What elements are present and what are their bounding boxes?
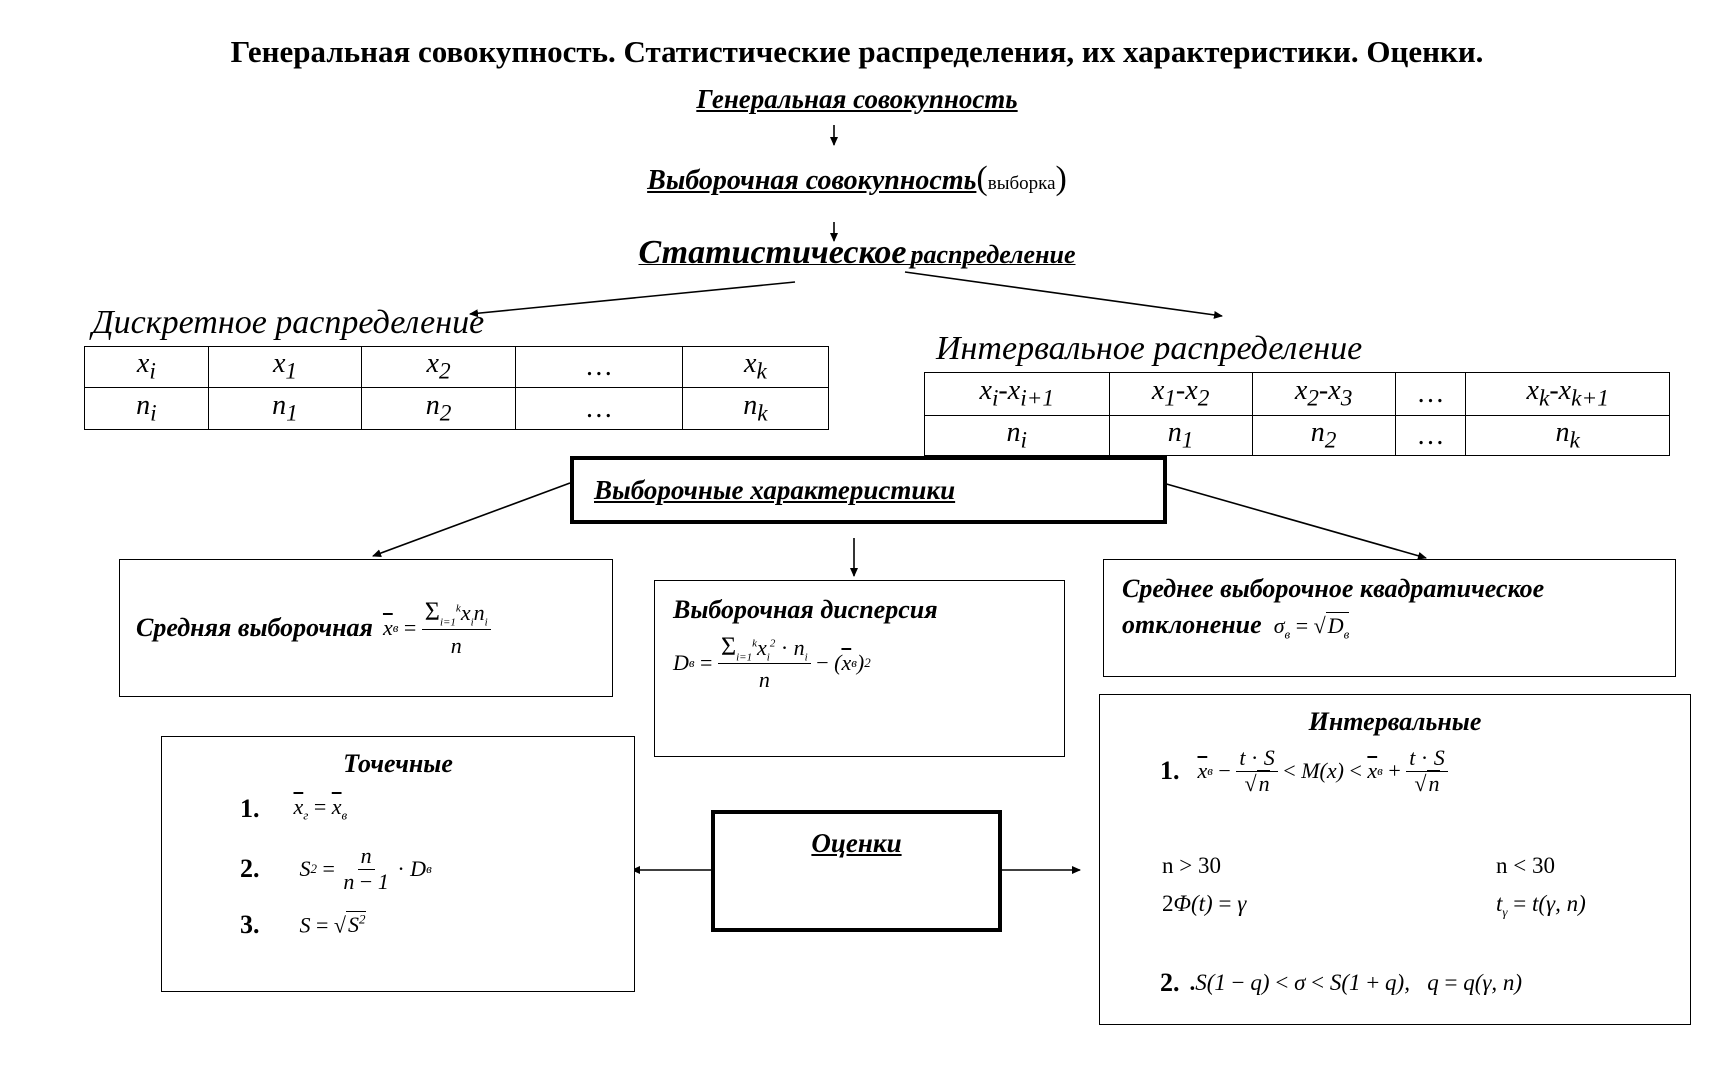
interval-distribution-title: Интервальное распределение — [936, 330, 1363, 367]
discrete-distribution-title: Дискретное распределение — [92, 304, 485, 341]
cell-ni: ni — [924, 415, 1110, 456]
item-number: 1. — [1160, 756, 1180, 785]
cell-ellipsis: … — [514, 346, 683, 388]
page-title: Генеральная совокупность. Статистические… — [230, 34, 1484, 69]
cell-x2: x2 — [361, 346, 516, 388]
small-sample-formula: tγ = t(γ, n) — [1496, 891, 1586, 920]
std-label-line1: Среднее выборочное квадратическое — [1122, 574, 1545, 603]
std-formula: σв = √Dв — [1268, 612, 1350, 642]
cell-ellipsis: … — [1394, 415, 1467, 456]
point-estimate-1: 1. xг = xв — [240, 789, 347, 829]
sample-characteristics-box: Выборочные характеристики — [570, 456, 1167, 524]
cell-nk: nk — [1465, 415, 1670, 456]
mean-label: Средняя выборочная — [136, 613, 373, 642]
cell-n2: n2 — [361, 387, 516, 430]
cell-x1-x2: x1-x2 — [1108, 372, 1253, 416]
arrow-to-mean — [372, 482, 571, 557]
interval-estimate-2: 2. .S(1 − q) < σ < S(1 + q), q = q(γ, n) — [1160, 963, 1522, 1003]
statistical-word: Статистическое — [638, 234, 907, 271]
cell-xi: xi — [84, 346, 209, 388]
distribution-word: распределение — [910, 240, 1076, 269]
sample-label-text: Выборочная совокупность — [647, 165, 977, 196]
discrete-table: xi x1 x2 … xk ni n1 n2 … nk — [84, 346, 830, 430]
cell-ni: ni — [84, 387, 209, 430]
point-estimates-title: Точечные — [343, 749, 453, 778]
general-population-label: Генеральная совокупность — [696, 84, 1018, 114]
std-deviation-box: Среднее выборочное квадратическое отклон… — [1103, 559, 1676, 677]
point-formula-1: xг = xв — [293, 794, 348, 823]
cell-x2-x3: x2-x3 — [1251, 372, 1396, 416]
large-sample-formula: 2Φ(t) = γ — [1162, 891, 1247, 916]
estimates-title: Оценки — [811, 828, 902, 858]
estimates-box: Оценки — [711, 810, 1002, 932]
std-label-line2: отклонение — [1122, 610, 1262, 639]
cell-nk: nk — [681, 387, 830, 430]
cell-xk: xk — [681, 346, 830, 388]
cell-n2: n2 — [1251, 415, 1396, 456]
arrow-to-std — [1162, 482, 1427, 560]
cell-ellipsis: … — [514, 387, 683, 430]
arrow-to-interval — [904, 271, 1223, 319]
cell-x1: x1 — [207, 346, 363, 388]
interval-estimates-title: Интервальные — [1308, 707, 1482, 736]
item-number: 1. — [240, 794, 260, 823]
cell-ellipsis: … — [1394, 372, 1467, 416]
variance-label: Выборочная дисперсия — [673, 595, 938, 624]
statistical-distribution-label: Статистическое распределение — [0, 234, 1714, 272]
cell-n1: n1 — [1108, 415, 1253, 456]
cell-n1: n1 — [207, 387, 363, 430]
point-estimate-3: 3. S = √S2 — [240, 905, 366, 945]
sample-characteristics-title: Выборочные характеристики — [594, 474, 956, 505]
interval-formula-2: .S(1 − q) < σ < S(1 + q), q = q(γ, n) — [1189, 970, 1523, 995]
cell-xk-xk1: xk-xk+1 — [1465, 372, 1670, 416]
item-number: 2. — [1160, 968, 1180, 997]
item-number: 2. — [240, 854, 260, 883]
point-formula-3: S = √S2 — [299, 911, 366, 938]
sample-label: Выборочная совокупность(выборка) — [647, 160, 1067, 197]
sample-note: выборка — [987, 173, 1056, 194]
small-sample-condition: n < 30 — [1496, 853, 1555, 878]
arrow-to-discrete — [469, 281, 796, 318]
cell-xi-xi1: xi-xi+1 — [924, 372, 1110, 416]
interval-table: xi-xi+1 x1-x2 x2-x3 … xk-xk+1 ni n1 n2 …… — [924, 372, 1670, 456]
large-sample-condition: n > 30 — [1162, 853, 1221, 878]
item-number: 3. — [240, 910, 260, 939]
